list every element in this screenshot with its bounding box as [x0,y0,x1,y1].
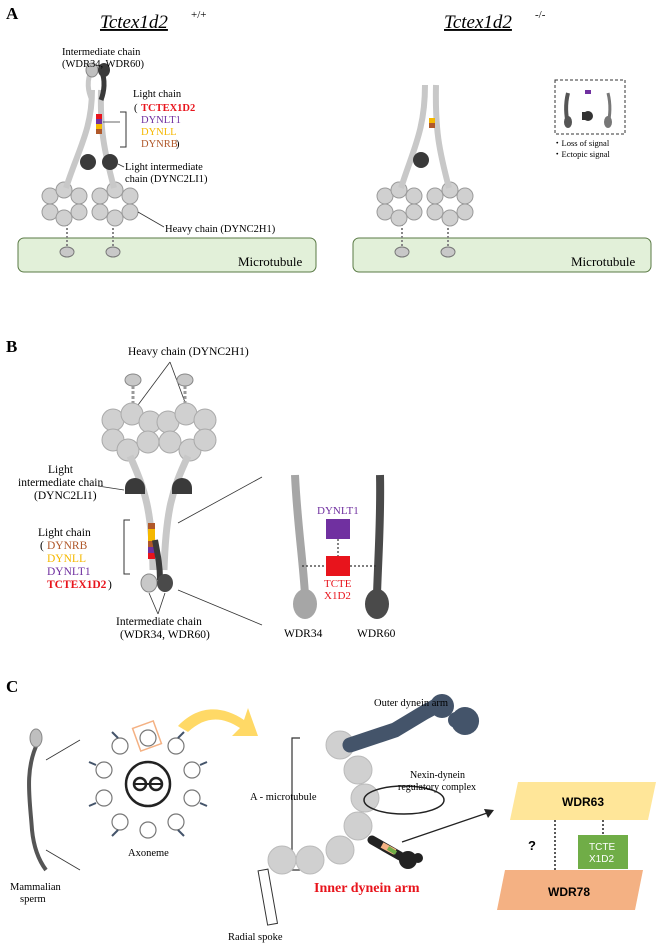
b-lic-line3: (DYNC2LI1) [34,490,97,502]
b-lic-line2: intermediate chain [18,477,104,489]
microtubule-left [17,237,317,273]
panel-c-label: C [6,677,18,696]
b-lc-dynll: DYNLL [47,553,86,565]
ko-genotype-title: Tctex1d2 [444,12,512,33]
wt-lc-dynll: DYNLL [141,127,177,138]
b-zoom-view [291,474,389,619]
radial-spoke [257,868,279,926]
wt-lc-label-title: Light chain [133,89,182,100]
b-wdr34-label: WDR34 [284,628,323,640]
b-wdr60-label: WDR60 [357,628,396,640]
a-microtubule-label: A - microtubule [250,792,317,803]
wt-lc-open: ( [134,103,138,114]
wt-lic-label-line2: chain (DYNC2LI1) [125,174,208,185]
tctex1d2-box-line1: TCTE [589,842,615,853]
sperm-label-line1: Mammalian [10,882,61,893]
b-lc-title: Light chain [38,527,91,539]
ndrc-loop [363,785,445,815]
wdr78-label: WDR78 [548,885,590,899]
wt-genotype-title: Tctex1d2 [100,12,168,33]
ko-legend-ectopic: ・Ectopic signal [553,149,611,159]
wt-hc-label: Heavy chain (DYNC2H1) [165,224,276,235]
wt-genotype-superscript: +/+ [191,9,206,21]
wt-ic-label-line2: (WDR34, WDR60) [62,59,145,70]
b-lc-tctex1d2: TCTEX1D2 [47,579,107,591]
wt-lic-label-line1: Light intermediate [125,162,203,173]
ndrc-label-line1: Nexin-dynein [410,770,465,781]
zoom-arrow [178,708,258,736]
b-ic-line2: (WDR34, WDR60) [120,629,210,641]
b-dynein-complex [101,373,217,593]
b-lc-open: ( [40,540,44,552]
microtubule-right-label: Microtubule [571,254,635,269]
wdr78-box [497,870,643,910]
ko-dynein-complex [376,84,474,258]
ndrc-label-line2: regulatory complex [398,782,476,793]
panel-a-label: A [6,4,19,23]
b-hc-label: Heavy chain (DYNC2H1) [128,346,249,358]
panel-b: B Heavy chain (DYNC2H1) [6,337,396,641]
inner-arm-pointer [401,811,491,843]
b-zoom-dynlt1-label: DYNLT1 [317,505,359,517]
c-microtubule [267,730,380,875]
b-zoom-tctex1d2-box [326,556,350,576]
panel-c: C Mammalian sperm [6,677,656,943]
wt-lc-bracket [120,111,127,148]
b-lc-bracket [123,519,130,575]
axoneme-label: Axoneme [128,848,169,859]
panel-b-label: B [6,337,17,356]
b-lc-dynrb: DYNRB [47,540,88,552]
radial-spoke-label: Radial spoke [228,932,283,943]
tctex1d2-box-line2: X1D2 [589,854,614,865]
b-ic-line1: Intermediate chain [116,616,202,628]
wt-lc-tctex1d2: TCTEX1D2 [141,103,195,114]
outer-dynein-arm [342,694,480,753]
inner-dynein-arm [367,835,423,869]
sperm-shape [27,741,48,872]
inner-arm-label: Inner dynein arm [314,881,420,896]
wt-lc-dynrb: DYNRB [141,139,178,150]
b-zoom-line-top [177,476,263,524]
tctex1d2-box [578,835,628,869]
microtubule-left-label: Microtubule [238,254,302,269]
wt-dynein-complex [41,62,139,258]
b-zoom-line-bottom [177,589,263,626]
wt-lc-dynlt1: DYNLT1 [141,115,181,126]
wdr63-label: WDR63 [562,795,604,809]
wt-lc-close: ) [176,139,180,150]
b-zoom-dynlt1-box [326,519,350,539]
b-lc-close: ) [108,579,112,591]
sperm-label-line2: sperm [20,894,46,905]
ko-legend-box [554,79,626,135]
outer-arm-label: Outer dynein arm [374,698,448,709]
axoneme-crosssection [88,720,208,839]
panel-a: A Tctex1d2 +/+ Tctex1d2 -/- Microtubule … [6,4,652,273]
wdr63-box [510,782,656,820]
ko-legend-loss: ・Loss of signal [553,138,610,148]
question-mark: ? [528,838,536,853]
b-lc-dynlt1: DYNLT1 [47,566,91,578]
b-zoom-tcte-line1: TCTE [324,578,352,590]
b-zoom-tcte-line2: X1D2 [324,590,351,602]
ko-genotype-superscript: -/- [535,9,546,21]
wt-ic-label-line1: Intermediate chain [62,47,141,58]
b-lic-line1: Light [48,464,74,476]
microtubule-right [352,237,652,273]
